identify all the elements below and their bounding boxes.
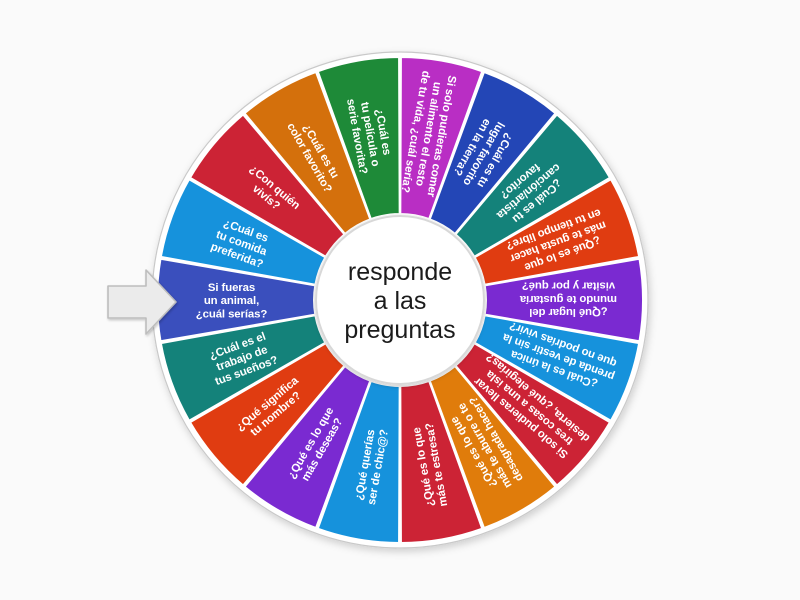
wheel-segment[interactable]	[454, 113, 612, 259]
wheel-segment[interactable]	[316, 55, 401, 221]
segment-label-line: mundo te gustaría	[519, 293, 617, 305]
segment-label-line: un animal,	[204, 295, 259, 307]
wheel-segment[interactable]	[483, 257, 644, 343]
wheel-segment[interactable]	[188, 113, 346, 259]
wheel-segment[interactable]	[473, 314, 641, 423]
spin-pointer-arrow[interactable]	[107, 269, 177, 335]
wheel-segment[interactable]	[454, 341, 612, 487]
pointer-arrow-shape[interactable]	[107, 269, 177, 335]
wheel-segment[interactable]	[428, 70, 557, 236]
wheel-segment[interactable]	[399, 379, 484, 545]
wheel-segment[interactable]	[473, 177, 641, 286]
segment-label-line: visitar y por qué?	[522, 280, 615, 292]
wheel-segment[interactable]	[188, 341, 346, 487]
wheel-segment[interactable]	[399, 55, 484, 221]
segment-label-line: Si fueras	[208, 282, 255, 294]
center-label-line: preguntas	[344, 316, 455, 344]
wheel-segment[interactable]	[428, 364, 557, 530]
wheel-segment[interactable]	[243, 364, 372, 530]
wheel-segment[interactable]	[316, 379, 401, 545]
center-label-line: a las	[374, 287, 427, 315]
wheel-segment[interactable]	[159, 314, 327, 423]
segment-label-line: ¿cuál serías?	[196, 308, 268, 320]
center-label-line: responde	[348, 258, 452, 286]
wheel-segments[interactable]	[156, 55, 644, 545]
segment-label-line: ¿Qué lugar del	[529, 306, 607, 318]
wheel-segment[interactable]	[243, 70, 372, 236]
wheel-segment[interactable]	[159, 177, 327, 286]
wheel-center-hub[interactable]	[315, 215, 485, 385]
